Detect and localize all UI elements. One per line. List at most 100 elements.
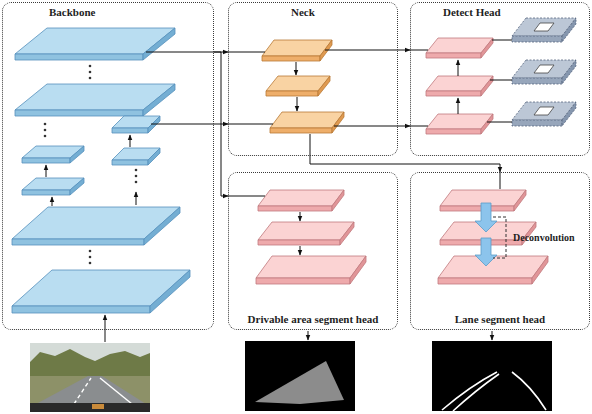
layer-face	[150, 270, 190, 313]
feature-layer	[426, 38, 493, 58]
dashboard-item	[92, 404, 104, 409]
feature-layer	[262, 40, 332, 61]
layer-face	[22, 158, 70, 163]
connector-arrow	[398, 126, 410, 127]
wire	[296, 62, 297, 75]
feature-layer	[112, 148, 160, 165]
dot	[89, 71, 92, 74]
trees	[30, 349, 150, 378]
detection-grid	[512, 18, 576, 42]
grid-cell	[534, 23, 554, 31]
layer-face	[562, 18, 576, 42]
wire	[300, 212, 301, 221]
layer-face	[350, 256, 366, 284]
layer-face	[262, 56, 320, 61]
wire	[310, 134, 311, 156]
layer-face	[70, 146, 84, 163]
wire	[130, 135, 131, 147]
layer-face	[481, 114, 493, 134]
wire	[228, 196, 265, 197]
layer-face	[258, 240, 340, 245]
dot	[89, 256, 92, 259]
layer-face	[426, 53, 481, 58]
section-box: Detect Head	[410, 2, 590, 156]
connector-arrow	[214, 52, 228, 53]
layer-face	[440, 206, 514, 211]
feature-layer	[15, 84, 175, 116]
dot	[44, 129, 47, 132]
section-title: Detect Head	[443, 6, 501, 19]
feature-layers	[12, 18, 576, 313]
layer-face	[512, 78, 562, 84]
feature-layer	[258, 222, 354, 245]
grid-cell	[534, 65, 554, 73]
layer-face	[15, 54, 143, 60]
feature-layer	[256, 256, 366, 284]
lane-line	[512, 372, 546, 410]
layer-face	[12, 239, 144, 245]
wire	[458, 60, 459, 76]
lane-output-image	[432, 341, 552, 411]
drivable-output-image	[245, 341, 355, 411]
feature-layer	[15, 28, 175, 60]
layer-face	[270, 128, 332, 133]
layer-face	[514, 190, 526, 211]
wire	[500, 172, 501, 189]
section-title: Neck	[291, 6, 315, 19]
section-box: Lane segment head	[410, 172, 590, 330]
wire	[151, 124, 214, 125]
layer-face	[512, 36, 562, 42]
layer-face	[562, 102, 576, 126]
dot	[89, 250, 92, 253]
block-arrow	[475, 238, 497, 266]
connector-arrow	[398, 50, 410, 51]
feature-layer	[426, 76, 493, 96]
layer-face	[258, 222, 354, 240]
layer-face	[562, 60, 576, 84]
layer-face	[70, 178, 84, 195]
layer-face	[332, 190, 344, 211]
wire	[487, 122, 512, 123]
section-title: Drivable area segment head	[229, 313, 397, 326]
wire	[105, 315, 106, 342]
layer-face	[258, 190, 344, 206]
feature-layer	[22, 146, 84, 163]
layer-face	[270, 112, 344, 128]
feature-layer	[258, 190, 344, 211]
section-box: Neck	[228, 2, 398, 156]
layer-face	[15, 110, 143, 116]
layer-face	[266, 91, 318, 96]
layer-face	[256, 256, 366, 278]
lane-line	[442, 372, 497, 410]
feature-layer	[270, 112, 344, 133]
feature-layer	[22, 178, 84, 195]
lane-line	[453, 374, 499, 411]
wire	[410, 50, 428, 51]
connector-arrow	[214, 52, 228, 196]
wire	[308, 331, 309, 340]
dot	[89, 77, 92, 80]
layer-face	[532, 256, 548, 284]
wire	[300, 246, 301, 255]
wire	[136, 192, 137, 205]
wire	[52, 197, 53, 206]
dot	[89, 262, 92, 265]
layer-face	[318, 76, 330, 96]
output-background	[245, 341, 355, 411]
wire	[492, 331, 493, 340]
dot	[135, 181, 138, 184]
section-title: Backbone	[49, 6, 95, 19]
dashboard	[30, 403, 150, 412]
dot	[44, 135, 47, 138]
section-box: Backbone	[2, 2, 214, 330]
layer-face	[143, 84, 175, 116]
wire	[228, 124, 273, 125]
layer-face	[426, 129, 481, 134]
bracket	[493, 217, 506, 258]
wire	[46, 165, 47, 177]
grid-cell	[534, 107, 554, 115]
layer-face	[332, 112, 344, 133]
dot	[135, 169, 138, 172]
